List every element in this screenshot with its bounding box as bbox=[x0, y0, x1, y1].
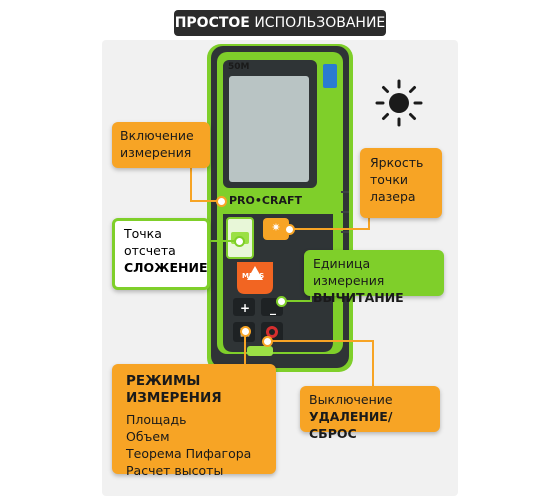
range-label: 50M bbox=[228, 62, 250, 72]
title-bold: ПРОСТОЕ bbox=[174, 15, 250, 31]
connector-reference bbox=[208, 240, 238, 242]
meas-button-label: MEAS bbox=[242, 272, 265, 280]
connector-dot bbox=[284, 224, 295, 235]
connector-unit bbox=[280, 300, 310, 302]
connector-brightness bbox=[290, 228, 370, 230]
callout-modes-item: Теорема Пифагора bbox=[126, 446, 252, 461]
callout-power-on-line2: измерения bbox=[120, 145, 192, 160]
callout-power-on: Включение измерения bbox=[112, 122, 210, 168]
callout-unit-line2: ВЫЧИТАНИЕ bbox=[313, 290, 404, 305]
minus-button-icon: _ bbox=[270, 301, 276, 315]
connector-dot bbox=[276, 296, 287, 307]
meas-button[interactable]: MEAS bbox=[240, 262, 270, 282]
callout-brightness-line1: Яркость bbox=[370, 155, 424, 170]
sun-icon bbox=[375, 79, 423, 127]
connector-power-off bbox=[264, 340, 374, 342]
callout-modes: РЕЖИМЫ ИЗМЕРЕНИЯ Площадь Объем Теорема П… bbox=[112, 364, 276, 478]
callout-brightness: Яркость точки лазера bbox=[360, 148, 442, 218]
callout-modes-item: Объем bbox=[126, 429, 170, 444]
connector-power-on bbox=[190, 150, 192, 202]
callout-reference-line1: Точка bbox=[124, 226, 162, 241]
connector-brightness-v bbox=[368, 208, 370, 230]
callout-modes-item: Расчет высоты bbox=[126, 463, 224, 478]
connector-modes bbox=[244, 332, 246, 366]
callout-power-off: Выключение УДАЛЕНИЕ/СБРОС bbox=[300, 386, 440, 441]
connector-dot bbox=[234, 236, 245, 247]
laser-brightness-icon[interactable]: ✷ bbox=[271, 221, 281, 234]
plus-button-icon: + bbox=[239, 301, 251, 315]
callout-power-on-line1: Включение bbox=[120, 128, 194, 143]
page-title: ПРОСТОЕ ИСПОЛЬЗОВАНИЕ bbox=[174, 10, 386, 36]
callout-power-off-line1: Выключение bbox=[309, 392, 393, 407]
connector-dot bbox=[240, 326, 251, 337]
callout-brightness-line3: лазера bbox=[370, 189, 416, 204]
callout-reference-line3: СЛОЖЕНИЕ bbox=[124, 260, 208, 275]
connector-dot bbox=[262, 336, 273, 347]
callout-brightness-line2: точки bbox=[370, 172, 408, 187]
callout-unit-line1: Единица измерения bbox=[313, 256, 385, 288]
title-rest: ИСПОЛЬЗОВАНИЕ bbox=[254, 15, 386, 31]
brand-logo: PRO•CRAFT bbox=[229, 194, 302, 207]
minus-button[interactable]: _ bbox=[262, 299, 284, 317]
callout-unit: Единица измерения ВЫЧИТАНИЕ bbox=[304, 250, 444, 305]
callout-power-off-line2: УДАЛЕНИЕ/СБРОС bbox=[309, 409, 393, 441]
callout-modes-heading: РЕЖИМЫ ИЗМЕРЕНИЯ bbox=[126, 373, 222, 406]
callout-reference: Точка отсчета СЛОЖЕНИЕ bbox=[112, 218, 210, 290]
connector-power-off-v bbox=[372, 340, 374, 388]
callout-reference-line2: отсчета bbox=[124, 243, 176, 258]
connector-power-on-h bbox=[190, 200, 220, 202]
callout-modes-item: Площадь bbox=[126, 412, 187, 427]
connector-dot bbox=[216, 196, 227, 207]
plus-button[interactable]: + bbox=[234, 299, 256, 317]
